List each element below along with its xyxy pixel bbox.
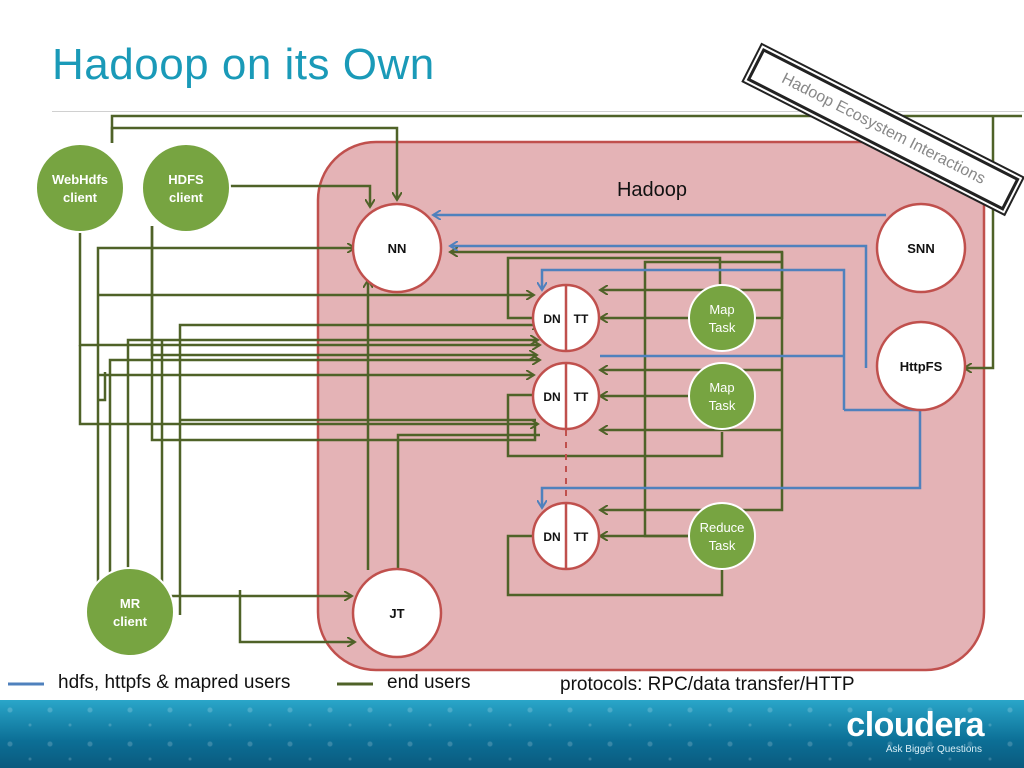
legend-green-label: end users — [387, 672, 471, 693]
mr-sublabel: client — [113, 614, 148, 629]
brand-logo: cloudera — [846, 706, 984, 744]
webhdfs-sublabel: client — [63, 190, 98, 205]
map-task-1: Map Task — [688, 284, 756, 352]
secondary-namenode: SNN — [875, 202, 967, 294]
connector-line — [126, 340, 538, 580]
hadoop-cluster-box — [316, 140, 986, 672]
connector-line — [108, 360, 540, 590]
task-label: Task — [709, 538, 736, 553]
datanode-2: DN TT — [531, 361, 601, 431]
page-title: Hadoop on its Own — [52, 40, 435, 89]
jt-label: JT — [389, 606, 404, 621]
tt-label: TT — [574, 390, 589, 404]
service-connections — [433, 215, 922, 508]
dn-label: DN — [543, 390, 560, 404]
hdfs-client-node: HDFS client — [141, 143, 231, 233]
connector-line — [600, 252, 784, 510]
webhdfs-client-node: WebHdfs client — [35, 143, 125, 233]
legend-blue-label: hdfs, httpfs & mapred users — [58, 672, 291, 693]
footer-banner: cloudera Ask Bigger Questions — [0, 700, 1024, 768]
connector-line — [506, 393, 724, 458]
footer-pattern — [0, 700, 1024, 768]
connector-line — [150, 226, 537, 355]
connector-line — [96, 248, 355, 590]
hdfs-sublabel: client — [169, 190, 204, 205]
connector-line — [450, 246, 868, 368]
protocols-note: protocols: RPC/data transfer/HTTP — [560, 674, 855, 695]
connector-line — [506, 534, 724, 597]
hdfs-label: HDFS — [168, 172, 204, 187]
brand-tagline: Ask Bigger Questions — [885, 744, 982, 755]
connector-line — [78, 345, 538, 424]
connector-line — [542, 268, 846, 410]
map-label: Map — [709, 302, 734, 317]
datanode-1: DN TT — [531, 283, 601, 353]
reduce-label: Reduce — [700, 520, 745, 535]
reduce-task: Reduce Task — [688, 502, 756, 570]
mr-client-node: MR client — [85, 567, 175, 657]
connector-line — [506, 256, 722, 320]
connector-line — [178, 325, 540, 615]
nn-label: NN — [388, 241, 407, 256]
dn-label: DN — [543, 312, 560, 326]
title-divider — [52, 111, 1024, 112]
httpfs-label: HttpFS — [900, 359, 943, 374]
datanode-3: DN TT — [531, 501, 601, 571]
cluster-label: Hadoop — [617, 179, 687, 201]
connector-line — [396, 433, 540, 570]
dn-label: DN — [543, 530, 560, 544]
task-label: Task — [709, 398, 736, 413]
connector-line — [230, 184, 370, 207]
map-label: Map — [709, 380, 734, 395]
task-label: Task — [709, 320, 736, 335]
tt-label: TT — [574, 312, 589, 326]
mr-label: MR — [120, 596, 141, 611]
end-user-connections — [78, 114, 1022, 642]
connector-line — [110, 126, 397, 200]
snn-label: SNN — [907, 241, 934, 256]
webhdfs-label: WebHdfs — [52, 172, 108, 187]
connector-line — [643, 260, 782, 538]
tt-label: TT — [574, 530, 589, 544]
connector-line — [238, 590, 355, 642]
jobtracker-node: JT — [351, 567, 443, 659]
connector-line — [542, 410, 922, 508]
namenode: NN — [351, 202, 443, 294]
httpfs-node: HttpFS — [875, 320, 967, 412]
map-task-2: Map Task — [688, 362, 756, 430]
connector-line — [98, 372, 107, 402]
architecture-diagram: Hadoop — [8, 114, 1022, 686]
